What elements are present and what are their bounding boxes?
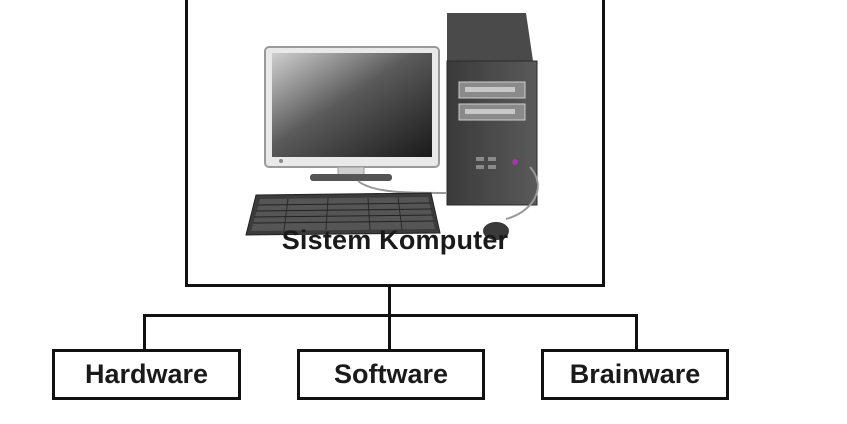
child-node-label: Brainware <box>569 359 701 389</box>
root-node-box: Sistem Komputer <box>185 0 605 287</box>
pc-tower-icon <box>446 13 538 206</box>
keyboard-icon <box>245 192 441 236</box>
connector-branch-brainware <box>635 314 638 350</box>
child-node-hardware: Hardware <box>52 349 241 400</box>
desktop-computer-icon <box>245 13 539 240</box>
child-node-label: Software <box>333 359 449 389</box>
child-node-software: Software <box>297 349 485 400</box>
monitor-icon <box>264 46 440 181</box>
connector-branch-software <box>388 314 391 350</box>
child-node-label: Hardware <box>84 359 209 389</box>
connector-branch-hardware <box>143 314 146 350</box>
root-node-label: Sistem Komputer <box>281 225 509 255</box>
connector-trunk <box>388 284 391 317</box>
child-node-brainware: Brainware <box>541 349 729 400</box>
mouse-icon <box>483 222 509 240</box>
